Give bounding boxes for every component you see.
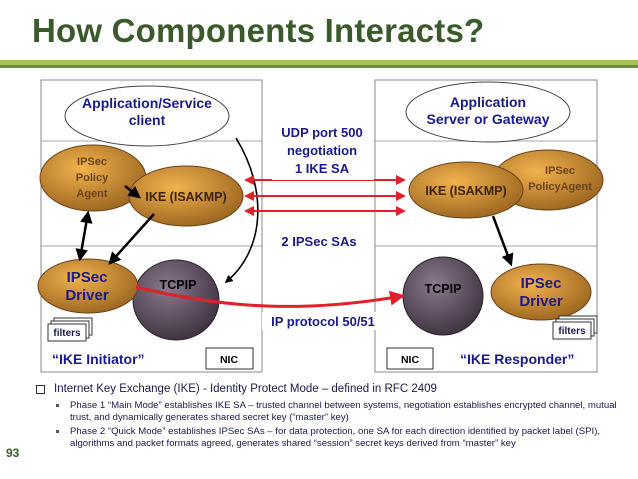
initiator-tcpip	[132, 259, 220, 341]
initiator-driver-label-2: Driver	[65, 287, 109, 304]
responder-system: Application Server or Gateway IPSec Poli…	[374, 79, 604, 373]
responder-policy-label-1: IPSec	[545, 165, 575, 177]
initiator-filters: filters	[47, 317, 93, 342]
bullet-phase-1-text: Phase 1 “Main Mode” establishes IKE SA –…	[70, 400, 617, 423]
initiator-nic	[205, 347, 254, 370]
responder-nic	[386, 347, 434, 370]
initiator-filters-label: filters	[53, 328, 81, 339]
responder-app-label-2: Server or Gateway	[427, 111, 550, 127]
arrow-policy-to-ike	[124, 185, 141, 199]
initiator-app-label-1: Application/Service	[82, 95, 212, 111]
responder-tcpip-label: TCPIP	[425, 282, 462, 296]
arrow-ike-to-driver	[108, 213, 155, 265]
initiator-driver	[37, 258, 139, 314]
bullet-phase-2: Phase 2 “Quick Mode” establishes IPSec S…	[36, 426, 626, 449]
responder-filters-label: filters	[558, 326, 586, 337]
initiator-nic-label: NIC	[220, 354, 239, 366]
initiator-policy-label-3: Agent	[76, 188, 108, 200]
ipsec-sas-label: 2 IPSec SAs	[281, 234, 356, 249]
title-underline	[0, 60, 638, 65]
initiator-ike-label: IKE (ISAKMP)	[145, 190, 226, 204]
bullet-list: Internet Key Exchange (IKE) - Identity P…	[36, 382, 626, 449]
responder-nic-label: NIC	[401, 354, 420, 366]
initiator-app-label-2: client	[129, 112, 166, 128]
bullet-main: Internet Key Exchange (IKE) - Identity P…	[36, 382, 626, 397]
responder-ike-label: IKE (ISAKMP)	[425, 184, 506, 198]
square-bullet-icon	[36, 385, 45, 394]
responder-tcpip	[402, 256, 484, 336]
responder-driver-label-2: Driver	[519, 293, 563, 310]
initiator-tcpip-label: TCPIP	[160, 278, 197, 292]
initiator-system: Application/Service client IPSec Policy …	[37, 79, 263, 373]
bullet-phase-2-text: Phase 2 “Quick Mode” establishes IPSec S…	[70, 426, 601, 449]
bullet-phase-1: Phase 1 “Main Mode” establishes IKE SA –…	[36, 400, 626, 423]
udp-label-3: 1 IKE SA	[295, 161, 350, 176]
initiator-role: “IKE Initiator”	[52, 351, 145, 367]
responder-policy-label-2: PolicyAgent	[528, 181, 592, 193]
responder-app-label-1: Application	[450, 94, 526, 110]
dot-bullet-icon	[56, 404, 59, 407]
responder-filters: filters	[552, 315, 598, 340]
initiator-driver-label-1: IPSec	[67, 269, 108, 286]
page-number: 93	[6, 446, 20, 460]
dot-bullet-icon	[56, 430, 59, 433]
ip-protocol-label: IP protocol 50/51	[271, 314, 375, 329]
responder-driver-label-1: IPSec	[521, 275, 562, 292]
udp-label-2: negotiation	[287, 143, 357, 158]
udp-label: UDP port 500 negotiation 1 IKE SA	[272, 124, 374, 180]
arrow-app-to-tcpip	[224, 137, 259, 284]
title-underline-shadow	[0, 65, 638, 68]
initiator-policy-label-2: Policy	[76, 172, 109, 184]
arrow-policy-to-driver	[75, 210, 93, 262]
bullet-main-text: Internet Key Exchange (IKE) - Identity P…	[54, 383, 437, 395]
arrow-ike-to-responder-driver	[491, 215, 514, 267]
responder-ike	[408, 161, 524, 219]
initiator-app-oval	[64, 85, 230, 147]
slide-title: How Components Interacts?	[32, 12, 485, 49]
responder-app-oval	[405, 81, 571, 143]
udp-label-1: UDP port 500	[281, 125, 362, 140]
responder-role: “IKE Responder”	[460, 351, 574, 367]
initiator-policy-label-1: IPSec	[77, 156, 107, 168]
responder-driver	[490, 263, 592, 321]
arrow-ip-protocol	[135, 285, 405, 308]
